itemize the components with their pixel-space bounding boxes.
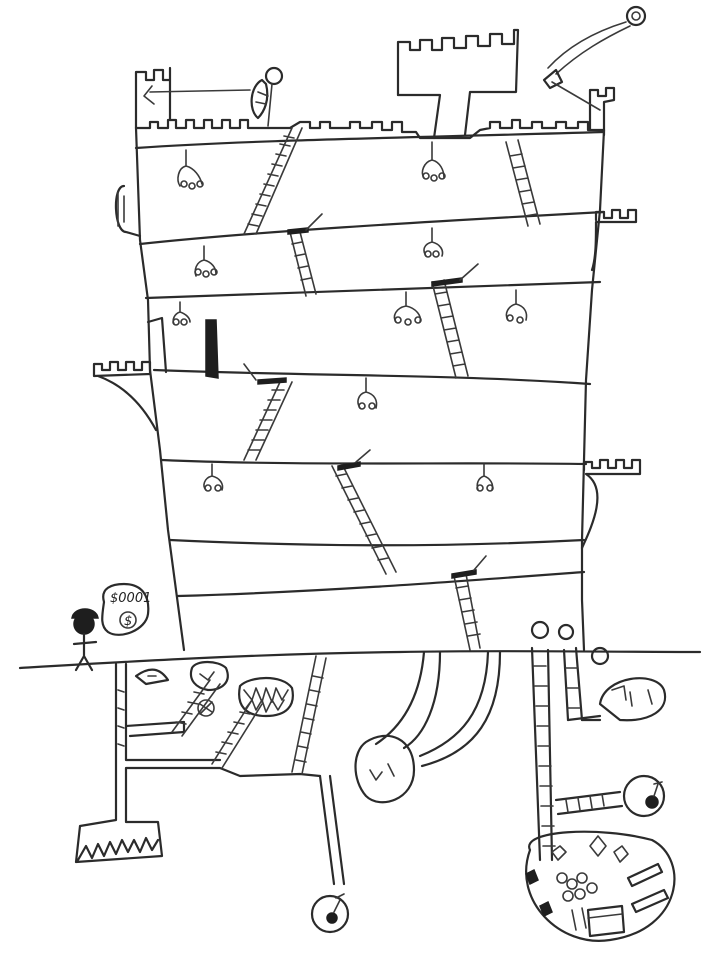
castle-floors [134,130,606,598]
left-corner-turret [134,66,251,130]
castle-left-wall [134,126,186,652]
roof-battlements [134,118,606,140]
comet-ball [542,5,647,111]
ground-line [18,650,702,670]
left-side-turret [92,184,168,432]
hanging-claws [172,141,528,492]
left-tunnel-system [74,662,322,864]
dollar-symbol: $ [124,614,132,629]
stick-figure-thief [71,608,99,672]
castle-right-wall [580,128,606,652]
trapdoors [205,213,487,579]
castle-ladders [243,127,541,651]
trap-monster [189,660,294,718]
money-bag: $0001 $ [101,582,151,636]
right-corner-turret [588,86,616,137]
underground-ladders [171,655,327,775]
right-tunnels [530,620,667,862]
knight-figure [250,66,284,127]
treasure-chamber [525,830,676,942]
top-turret [396,28,520,140]
right-side-turrets [580,208,642,550]
money-bag-scribble: $0001 [110,591,151,606]
central-tunnels [310,650,502,934]
